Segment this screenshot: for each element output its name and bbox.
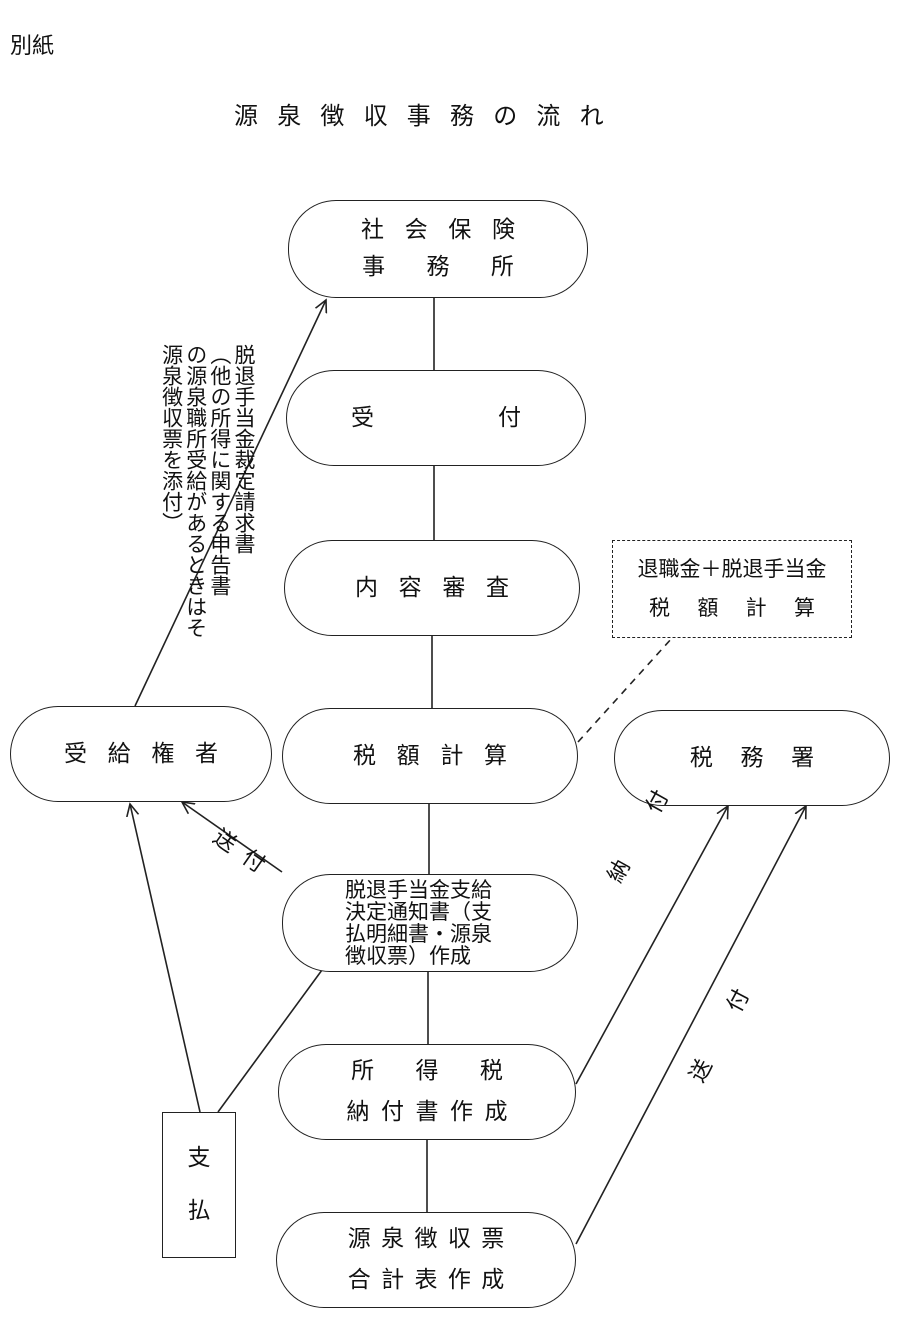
claim-annotation: 脱退手当金裁定請求書 （他の所得に関する申告書 の源泉職所受給があるときはそ 源…: [86, 344, 256, 664]
link-payment-to-notice: [217, 969, 323, 1113]
notice-line4: 徴収票）作成: [345, 944, 471, 969]
node-payment-notice: 脱退手当金支給 決定通知書（支 払明細書・源泉 徴収票）作成: [282, 874, 578, 972]
recipient-label: 受給権者: [63, 740, 239, 767]
notice-line3: 払明細書・源泉: [345, 922, 492, 946]
review-label: 内容審査: [354, 574, 530, 601]
summary-line1: 源泉徴収票: [347, 1226, 515, 1252]
corner-label: 別紙: [10, 34, 55, 59]
page-title: 源泉徴収事務の流れ: [234, 102, 623, 130]
office-line2: 事務所: [362, 254, 556, 280]
node-tax-office: 税務署: [614, 710, 890, 806]
taxcalc-label: 税額計算: [352, 742, 528, 769]
note-box-combined-tax: 退職金＋脱退手当金 税額計算: [612, 540, 852, 638]
payment-char2: 払: [187, 1198, 211, 1224]
arrow-recipient-to-office: [134, 300, 326, 707]
arrow-notice-to-recipient: [182, 802, 283, 873]
notice-line1: 脱退手当金支給: [345, 877, 492, 902]
node-income-tax-slip: 所得税 納付書作成: [278, 1044, 576, 1140]
reception-label2: 付: [498, 404, 521, 431]
incometax-line2: 納付書作成: [346, 1099, 519, 1125]
notice-line2: 決定通知書（支: [345, 899, 492, 924]
claim-line2: （他の所得に関する申告書: [207, 344, 232, 596]
claim-line4: 源泉徴収票を添付）: [159, 344, 184, 533]
incometax-line1: 所得税: [351, 1058, 545, 1084]
node-withholding-summary: 源泉徴収票 合計表作成: [276, 1212, 576, 1308]
node-reception: 受 付: [286, 370, 586, 466]
summary-line2: 合計表作成: [347, 1267, 515, 1293]
node-recipient: 受給権者: [10, 706, 272, 802]
taxoffice-label: 税務署: [689, 744, 842, 771]
node-tax-calculation: 税額計算: [282, 708, 578, 804]
node-content-review: 内容審査: [284, 540, 580, 636]
node-social-insurance-office: 社会保険 事務所: [288, 200, 588, 298]
claim-line1: 脱退手当金裁定請求書: [232, 344, 256, 554]
claim-line3: の源泉職所受給があるときはそ: [183, 344, 208, 638]
arrow-payment-to-recipient: [130, 804, 201, 1113]
note-line2: 税額計算: [649, 596, 843, 620]
reception-label1: 受: [351, 404, 374, 431]
note-line1: 退職金＋脱退手当金: [637, 557, 827, 581]
arrow-summary-to-taxoffice: [575, 806, 806, 1245]
office-line1: 社会保険: [360, 217, 536, 243]
payment-char1: 支: [187, 1145, 211, 1171]
dashed-link-note: [577, 637, 673, 743]
payment-box: 支 払: [162, 1112, 236, 1258]
arrow-incometax-to-taxoffice: [575, 806, 728, 1085]
